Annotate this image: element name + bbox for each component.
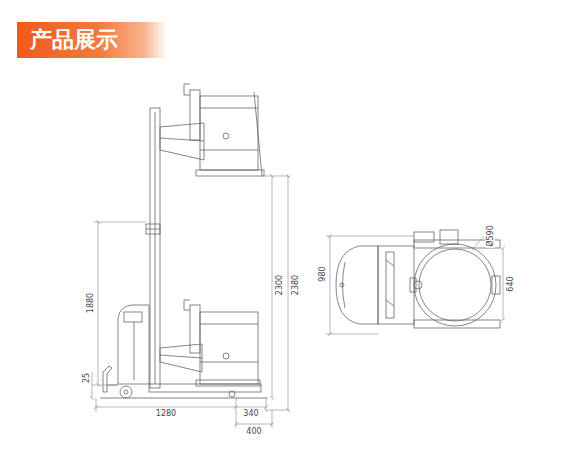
dimension-label: 25: [82, 372, 91, 384]
side-view-stroke: [200, 312, 258, 384]
dimension-lines-stroke: [286, 174, 290, 178]
dimension-lines-stroke: [266, 410, 290, 411]
side-view-stroke: [124, 312, 142, 322]
side-view-stroke: [160, 123, 204, 160]
top-dimension-lines-stroke: [501, 318, 505, 322]
dimension-label: 340: [242, 409, 259, 418]
side-view-stroke: [149, 384, 261, 392]
dimension-lines-stroke: [94, 405, 98, 409]
side-view-stroke: [190, 90, 200, 140]
side-view-stroke: [223, 133, 229, 139]
top-view-stroke: [386, 252, 394, 318]
top-view-stroke: [414, 232, 434, 242]
side-view-stroke: [200, 362, 258, 363]
dimension-lines: [90, 174, 290, 428]
side-view-stroke: [200, 96, 258, 170]
side-view-stroke: [134, 322, 135, 380]
top-view-stroke: [419, 249, 491, 321]
dimension-label: 640: [506, 275, 515, 292]
dimension-label: 1880: [86, 292, 95, 314]
side-view-stroke: [118, 305, 149, 384]
dimension-lines-stroke: [266, 398, 267, 412]
dimension-label: 400: [245, 427, 262, 436]
dimension-lines-stroke: [98, 222, 99, 385]
dimension-lines-stroke: [262, 176, 290, 177]
top-view-stroke: [386, 260, 394, 266]
top-dimension-lines-stroke: [472, 236, 484, 250]
side-view-stroke: [146, 229, 160, 230]
dimension-label: 980: [318, 265, 327, 282]
side-view-stroke: [200, 150, 258, 151]
dimension-lines-stroke: [272, 176, 273, 398]
dimension-label: 2380: [291, 274, 300, 296]
side-view-stroke: [229, 391, 235, 397]
side-view: [100, 84, 268, 398]
side-view-stroke: [190, 305, 200, 353]
side-view-stroke: [103, 366, 112, 392]
dimension-lines-stroke: [264, 405, 268, 409]
dimension-lines-stroke: [94, 222, 146, 223]
side-view-stroke: [254, 92, 262, 176]
side-view-stroke: [155, 112, 156, 384]
side-view-stroke: [146, 224, 160, 234]
top-view-stroke: [410, 278, 416, 292]
dimension-lines-stroke: [270, 174, 274, 178]
top-dimension-lines-stroke: [326, 334, 378, 335]
top-dimension-lines-stroke: [503, 248, 504, 320]
top-view-stroke: [378, 246, 414, 324]
top-view-stroke: [440, 230, 458, 244]
dimension-lines-stroke: [234, 405, 238, 409]
side-view-stroke: [120, 386, 132, 398]
dimension-lines-stroke: [92, 385, 118, 386]
top-dimension-lines-stroke: [328, 332, 332, 336]
dimension-lines-stroke: [236, 424, 272, 425]
side-view-stroke: [196, 380, 260, 386]
side-view-stroke: [200, 108, 258, 109]
side-view-stroke: [200, 324, 258, 325]
top-view: [336, 230, 500, 328]
top-dimension-lines-stroke: [501, 246, 505, 250]
dimension-lines-stroke: [96, 220, 100, 224]
top-view-stroke: [414, 281, 422, 289]
dimension-lines-stroke: [288, 176, 289, 410]
dimension-lines-stroke: [270, 396, 274, 400]
side-view-stroke: [184, 84, 190, 95]
dimension-label: 2300: [275, 274, 284, 296]
dimension-lines-stroke: [96, 407, 266, 408]
side-view-stroke: [150, 108, 160, 388]
top-view-stroke: [340, 283, 344, 287]
dimension-lines-stroke: [272, 410, 273, 428]
top-view-stroke: [492, 276, 500, 294]
side-view-stroke: [223, 353, 229, 359]
dimension-lines-stroke: [270, 422, 274, 426]
dimension-label: Ø590: [486, 224, 495, 248]
page-title: 产品展示: [17, 22, 167, 58]
side-view-stroke: [184, 300, 190, 310]
dimension-lines-stroke: [92, 372, 93, 398]
dimension-label: 1280: [155, 409, 177, 418]
header-banner: 产品展示: [17, 22, 167, 58]
dimension-lines-stroke: [90, 396, 94, 400]
side-view-stroke: [124, 390, 128, 394]
top-view-stroke: [414, 244, 496, 326]
top-view-stroke: [336, 246, 378, 324]
side-view-stroke: [160, 355, 202, 358]
top-dimension-lines-stroke: [330, 236, 331, 334]
top-dimension-lines-stroke: [326, 236, 414, 237]
side-view-stroke: [160, 138, 204, 141]
top-view-stroke: [386, 300, 394, 306]
dimension-lines-stroke: [234, 422, 238, 426]
top-dimension-lines-stroke: [328, 234, 332, 238]
side-view-stroke: [160, 344, 202, 372]
top-dimension-lines: [326, 234, 505, 336]
dimension-lines-stroke: [96, 398, 97, 412]
side-view-stroke: [196, 170, 264, 176]
